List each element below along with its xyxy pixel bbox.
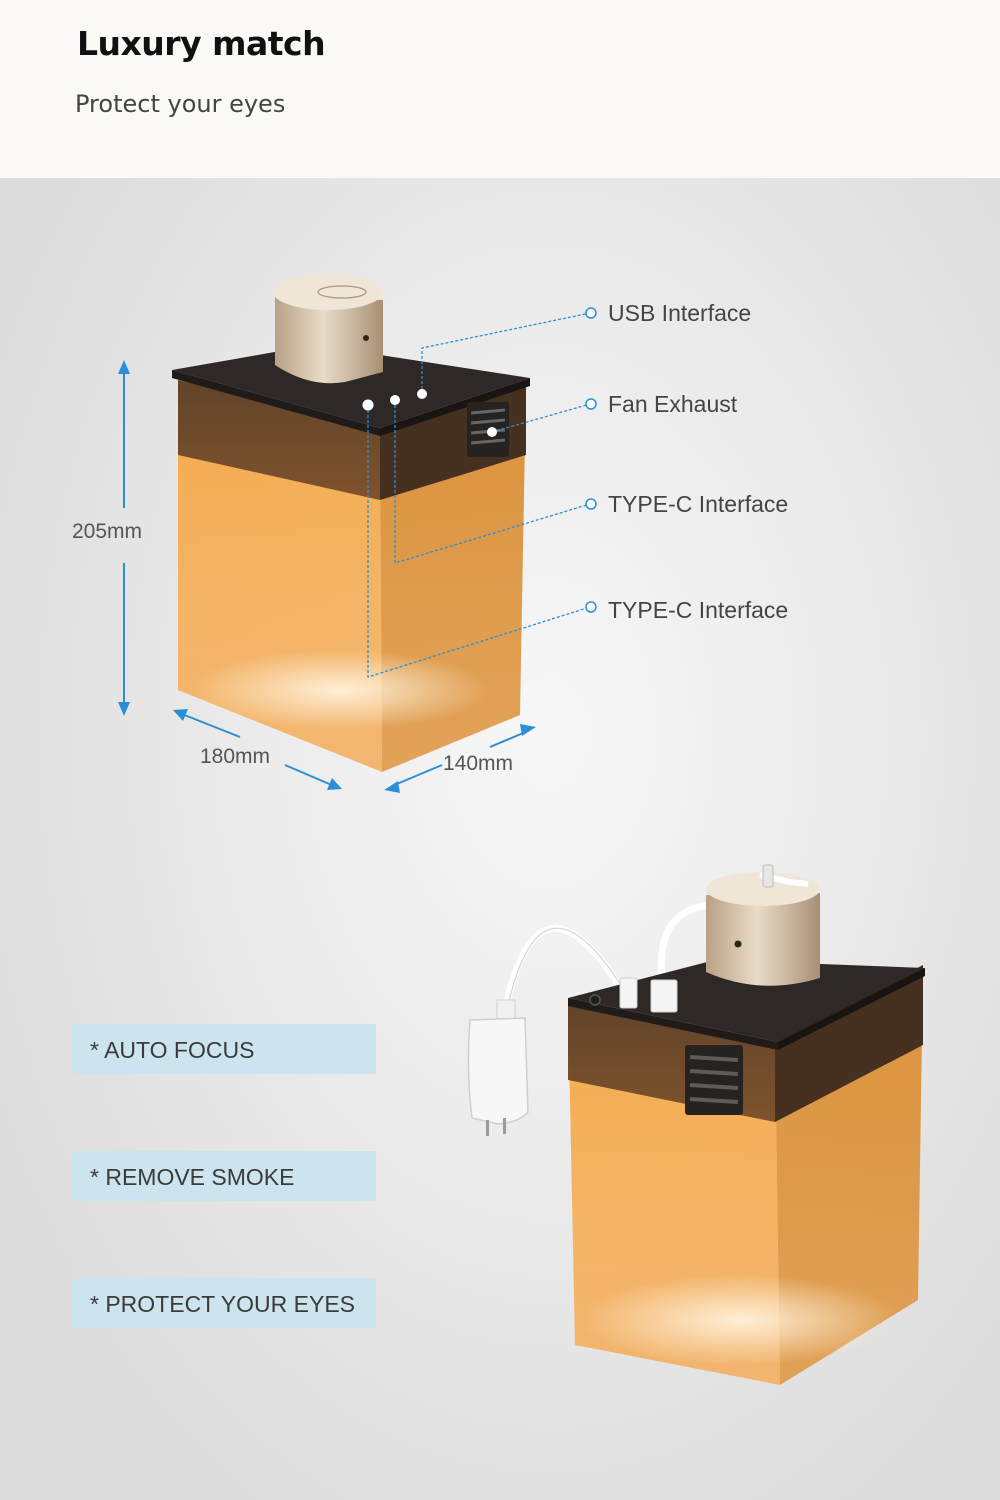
- dimension-width: 180mm: [200, 745, 271, 768]
- page-subtitle: Protect your eyes: [75, 90, 286, 118]
- glow-dot-icon: [390, 395, 400, 405]
- dimension-arrows: [118, 360, 536, 793]
- callout-type-c-interface: TYPE-C Interface: [608, 491, 789, 517]
- callout-lines: [367, 312, 591, 678]
- header: Luxury match Protect your eyes: [0, 0, 1000, 178]
- feature-label: * PROTECT YOUR EYES: [90, 1291, 355, 1317]
- glow-dot-icon: [417, 389, 427, 399]
- feature-label: * AUTO FOCUS: [90, 1037, 255, 1063]
- dimension-height: 205mm: [72, 520, 143, 543]
- callout-type-c-interface: TYPE-C Interface: [608, 597, 789, 623]
- callout-dot-icon: [585, 601, 597, 613]
- product-top-view: [172, 274, 530, 772]
- feature-badge: * PROTECT YOUR EYES: [72, 1278, 376, 1328]
- callout-usb-interface: USB Interface: [608, 300, 752, 326]
- feature-label: * REMOVE SMOKE: [90, 1164, 295, 1190]
- glow-dot-icon: [487, 427, 497, 437]
- product-charger-view: [467, 864, 925, 1385]
- callout-fan-exhaust: Fan Exhaust: [608, 391, 738, 417]
- callout-dot-icon: [585, 398, 597, 410]
- charger-icon: [467, 1017, 529, 1125]
- feature-badge: * REMOVE SMOKE: [72, 1151, 376, 1201]
- fan-exhaust-icon: [685, 1045, 743, 1115]
- callout-dot-icon: [585, 498, 597, 510]
- glow-dot-icon: [362, 399, 374, 411]
- feature-badge: * AUTO FOCUS: [72, 1024, 376, 1074]
- dimension-depth: 140mm: [443, 752, 514, 775]
- callout-dot-icon: [585, 307, 597, 319]
- page-title: Luxury match: [77, 24, 326, 63]
